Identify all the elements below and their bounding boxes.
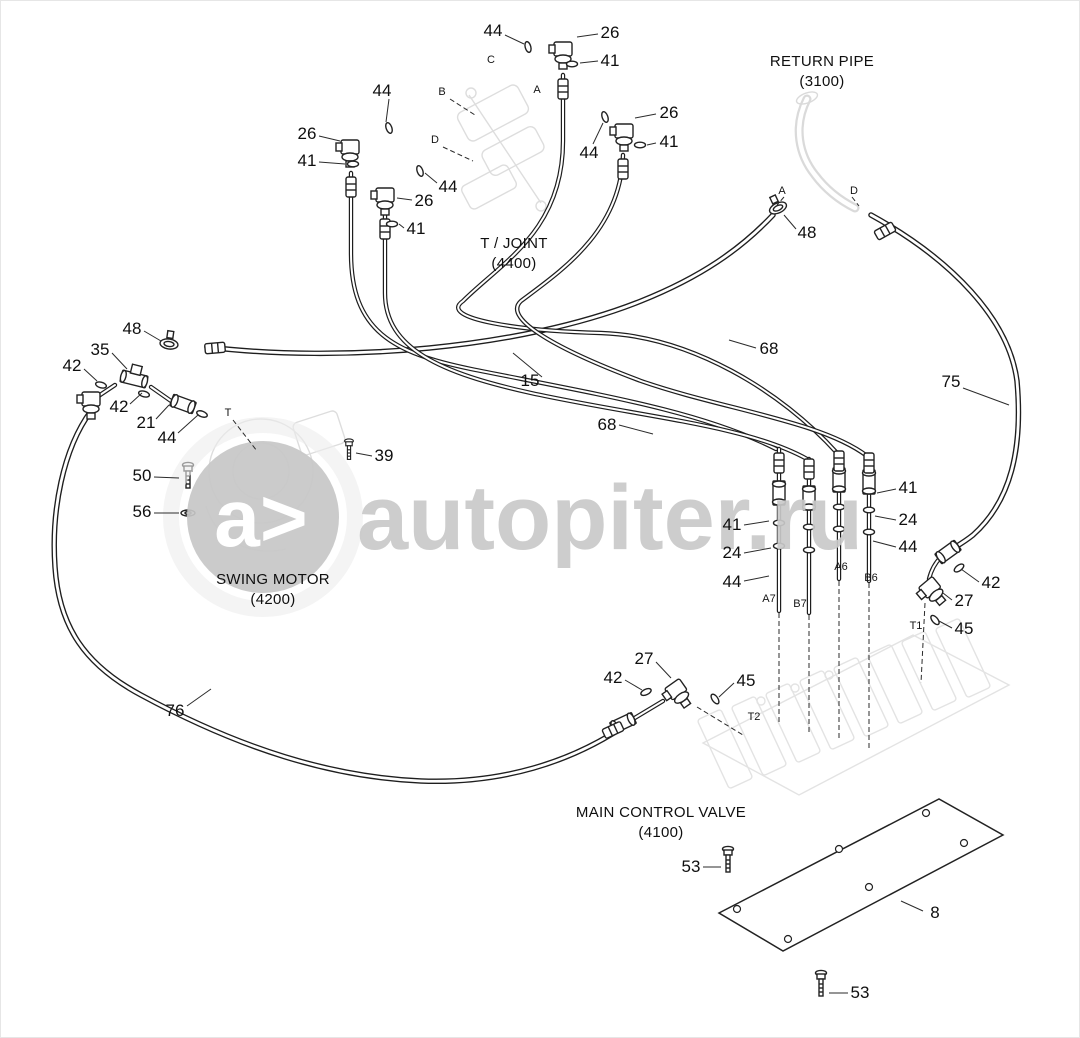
watermark-logo: a> [214,473,308,564]
o-ring-44 [383,121,395,135]
clamp-48 [158,329,181,351]
o-ring-44 [599,110,611,124]
hose-68-d [517,155,867,456]
t-joint-ghost [456,84,547,212]
elbow-fitting [76,391,101,420]
union-fitting-21 [168,393,198,415]
hose-ferrule [873,221,897,241]
watermark-site-text: autopiter.ru [357,467,863,569]
bolt-53 [721,845,735,873]
o-ring-42 [639,686,653,698]
watermark: a> autopiter.ru [163,417,863,617]
watermark-halo [163,417,363,617]
hose-ferrule [203,341,227,355]
o-ring-41 [862,506,876,514]
return-pipe-ghost [795,91,855,208]
hose-68-b [385,215,807,459]
hose-ferrule [863,452,875,474]
o-ring-44 [523,40,533,54]
o-ring-45 [708,692,722,706]
elbow-fitting-26 [609,123,634,152]
hose-68-c [458,75,837,453]
hose-ferrule [557,78,569,100]
leader-lines [83,33,1010,994]
clamp-48 [763,191,789,218]
o-ring-44 [862,528,876,536]
o-ring-41 [565,60,579,68]
hose-lines [54,75,1018,781]
o-ring-41 [346,160,360,168]
pipe-15 [207,215,773,353]
elbow-fitting-26 [370,187,395,216]
hose-68-a [351,173,776,449]
plate-8 [717,798,1005,952]
bolt-53 [814,969,828,997]
dashed-reference-lines [232,98,926,749]
o-ring-41 [385,220,399,228]
o-ring-41 [633,141,647,149]
main-control-valve-ghost [697,618,1011,796]
o-ring-44 [195,408,209,420]
o-ring-45 [928,613,942,627]
hose-ferrule [601,720,625,740]
screw-39 [344,438,354,460]
watermark-badge [187,441,339,593]
o-ring-42 [137,389,151,399]
o-ring-42 [94,380,108,390]
elbow-fitting-27 [659,677,696,715]
o-ring-42 [952,561,966,575]
hose-ferrule [617,158,629,180]
o-ring-44 [414,164,426,178]
hose-ferrule [345,176,357,198]
